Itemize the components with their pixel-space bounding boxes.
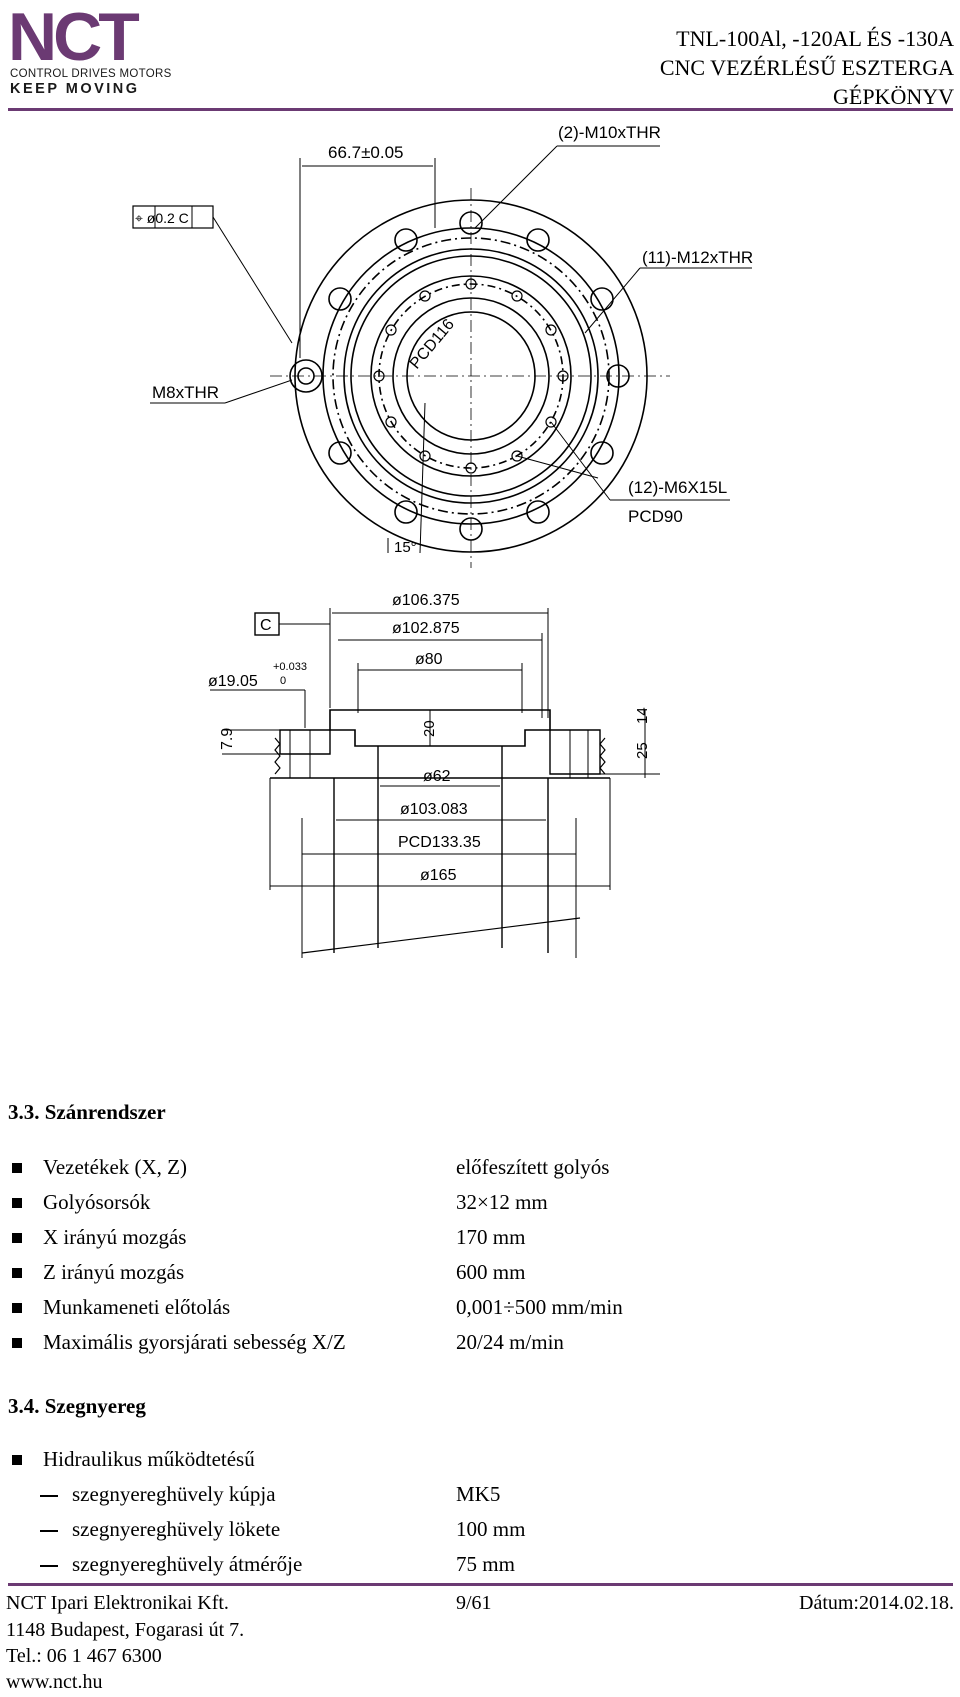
item-label: Vezetékek (X, Z) [43, 1155, 188, 1179]
dim-h14: 14 [634, 707, 651, 724]
dim-pcd133: PCD133.35 [398, 834, 481, 851]
list-item: Maximális gyorsjárati sebesség X/Z 20/24… [8, 1325, 948, 1360]
header-rule [8, 108, 953, 111]
header-title-line3: GÉPKÖNYV [833, 84, 954, 109]
item-value: 32×12 mm [456, 1190, 548, 1214]
item-value: előfeszített golyós [456, 1155, 610, 1179]
item-value: 600 mm [456, 1260, 526, 1284]
item-label: Maximális gyorsjárati sebesség X/Z [43, 1330, 346, 1354]
inner-holes [373, 278, 569, 474]
header-title-line2: CNC VEZÉRLÉSŰ ESZTERGA [659, 55, 954, 80]
section-34-list: Hidraulikus működtetésű szegnyereghüvely… [8, 1442, 948, 1582]
label-m12: (11)-M12xTHR [642, 248, 753, 267]
list-item: Vezetékek (X, Z) előfeszített golyós [8, 1150, 948, 1185]
list-item: Z irányú mozgás 600 mm [8, 1255, 948, 1290]
sub-list-item: szegnyereghüvely lökete 100 mm [8, 1512, 948, 1547]
sub-list-item: szegnyereghüvely átmérője 75 mm [8, 1547, 948, 1582]
dim-tol: +0.033 [273, 661, 307, 673]
footer-rule [8, 1583, 953, 1586]
footer-company: NCT Ipari Elektronikai Kft. [6, 1592, 229, 1614]
item-label: szegnyereghüvely kúpja [72, 1482, 276, 1506]
section-view: C ø106.375 ø102.875 ø80 ø19.05 +0.033 0 [208, 592, 660, 958]
label-m8: M8xTHR [152, 383, 219, 402]
item-label: szegnyereghüvely lökete [72, 1517, 281, 1541]
section-33-title: 3.3. Szánrendszer [8, 1100, 166, 1124]
label-angle: 15° [394, 539, 417, 556]
dim-66-7: 66.7±0.05 [328, 143, 404, 162]
outer-bolt-holes [289, 211, 630, 541]
nct-logo: NCT [8, 4, 143, 66]
header-title-line1: TNL-100Al, -120AL ÉS -130A [676, 26, 954, 51]
item-label: Munkameneti előtolás [43, 1295, 231, 1319]
dim-d102: ø102.875 [392, 620, 460, 637]
item-value: 75 mm [456, 1552, 515, 1576]
item-label: szegnyereghüvely átmérője [72, 1552, 303, 1576]
list-item: Munkameneti előtolás 0,001÷500 mm/min [8, 1290, 948, 1325]
dim-d80: ø80 [415, 651, 443, 668]
item-label: Z irányú mozgás [43, 1260, 185, 1284]
dim-d165: ø165 [420, 867, 457, 884]
bullet-icon [12, 1163, 22, 1173]
logo-subtitle: CONTROL DRIVES MOTORS [10, 68, 172, 80]
list-item: Hidraulikus működtetésű [8, 1442, 948, 1477]
label-m10: (2)-M10xTHR [558, 123, 661, 142]
section-34-title: 3.4. Szegnyereg [8, 1394, 146, 1418]
label-m6: (12)-M6X15L [628, 478, 727, 497]
top-view: 66.7±0.05 (2)-M10xTHR ⌖ ø0.2 C (11)-M12x… [132, 123, 753, 568]
item-value: MK5 [456, 1482, 501, 1506]
bullet-icon [12, 1455, 22, 1465]
bullet-icon [12, 1233, 22, 1243]
technical-drawing: 66.7±0.05 (2)-M10xTHR ⌖ ø0.2 C (11)-M12x… [132, 123, 753, 958]
dim-d62: ø62 [423, 768, 451, 785]
dash-icon [40, 1565, 58, 1567]
list-item: Golyósorsók 32×12 mm [8, 1185, 948, 1220]
document-header: TNL-100Al, -120AL ÉS -130A CNC VEZÉRLÉSŰ… [660, 24, 954, 111]
dim-h79: 7.9 [219, 728, 236, 750]
dim-d103: ø103.083 [400, 801, 468, 818]
logo-slogan: KEEP MOVING [10, 81, 140, 97]
datum-label: C [260, 617, 272, 634]
dash-icon [40, 1530, 58, 1532]
item-label: Golyósorsók [43, 1190, 151, 1214]
item-label: Hidraulikus működtetésű [43, 1447, 255, 1471]
dim-d106: ø106.375 [392, 592, 460, 609]
list-item: X irányú mozgás 170 mm [8, 1220, 948, 1255]
section-33-list: Vezetékek (X, Z) előfeszített golyós Gol… [8, 1150, 948, 1360]
bullet-icon [12, 1303, 22, 1313]
dim-tol0: 0 [280, 675, 286, 687]
footer-address: 1148 Budapest, Fogarasi út 7. [6, 1619, 245, 1641]
footer-phone: Tel.: 06 1 467 6300 [6, 1645, 162, 1667]
bullet-icon [12, 1268, 22, 1278]
dim-h25: 25 [634, 742, 651, 759]
bullet-icon [12, 1338, 22, 1348]
dash-icon [40, 1495, 58, 1497]
footer-page-number: 9/61 [456, 1592, 492, 1614]
label-pcd90: PCD90 [628, 507, 683, 526]
tolerance-frame: ⌖ ø0.2 C [135, 210, 189, 226]
dim-d19: ø19.05 [208, 673, 258, 690]
bullet-icon [12, 1198, 22, 1208]
logo-text: NCT [8, 4, 139, 66]
footer-date: Dátum:2014.02.18. [799, 1592, 954, 1614]
footer-website[interactable]: www.nct.hu [6, 1671, 103, 1693]
sub-list-item: szegnyereghüvely kúpja MK5 [8, 1477, 948, 1512]
item-label: X irányú mozgás [43, 1225, 187, 1249]
item-value: 0,001÷500 mm/min [456, 1295, 623, 1319]
item-value: 100 mm [456, 1517, 526, 1541]
item-value: 170 mm [456, 1225, 526, 1249]
item-value: 20/24 m/min [456, 1330, 564, 1354]
